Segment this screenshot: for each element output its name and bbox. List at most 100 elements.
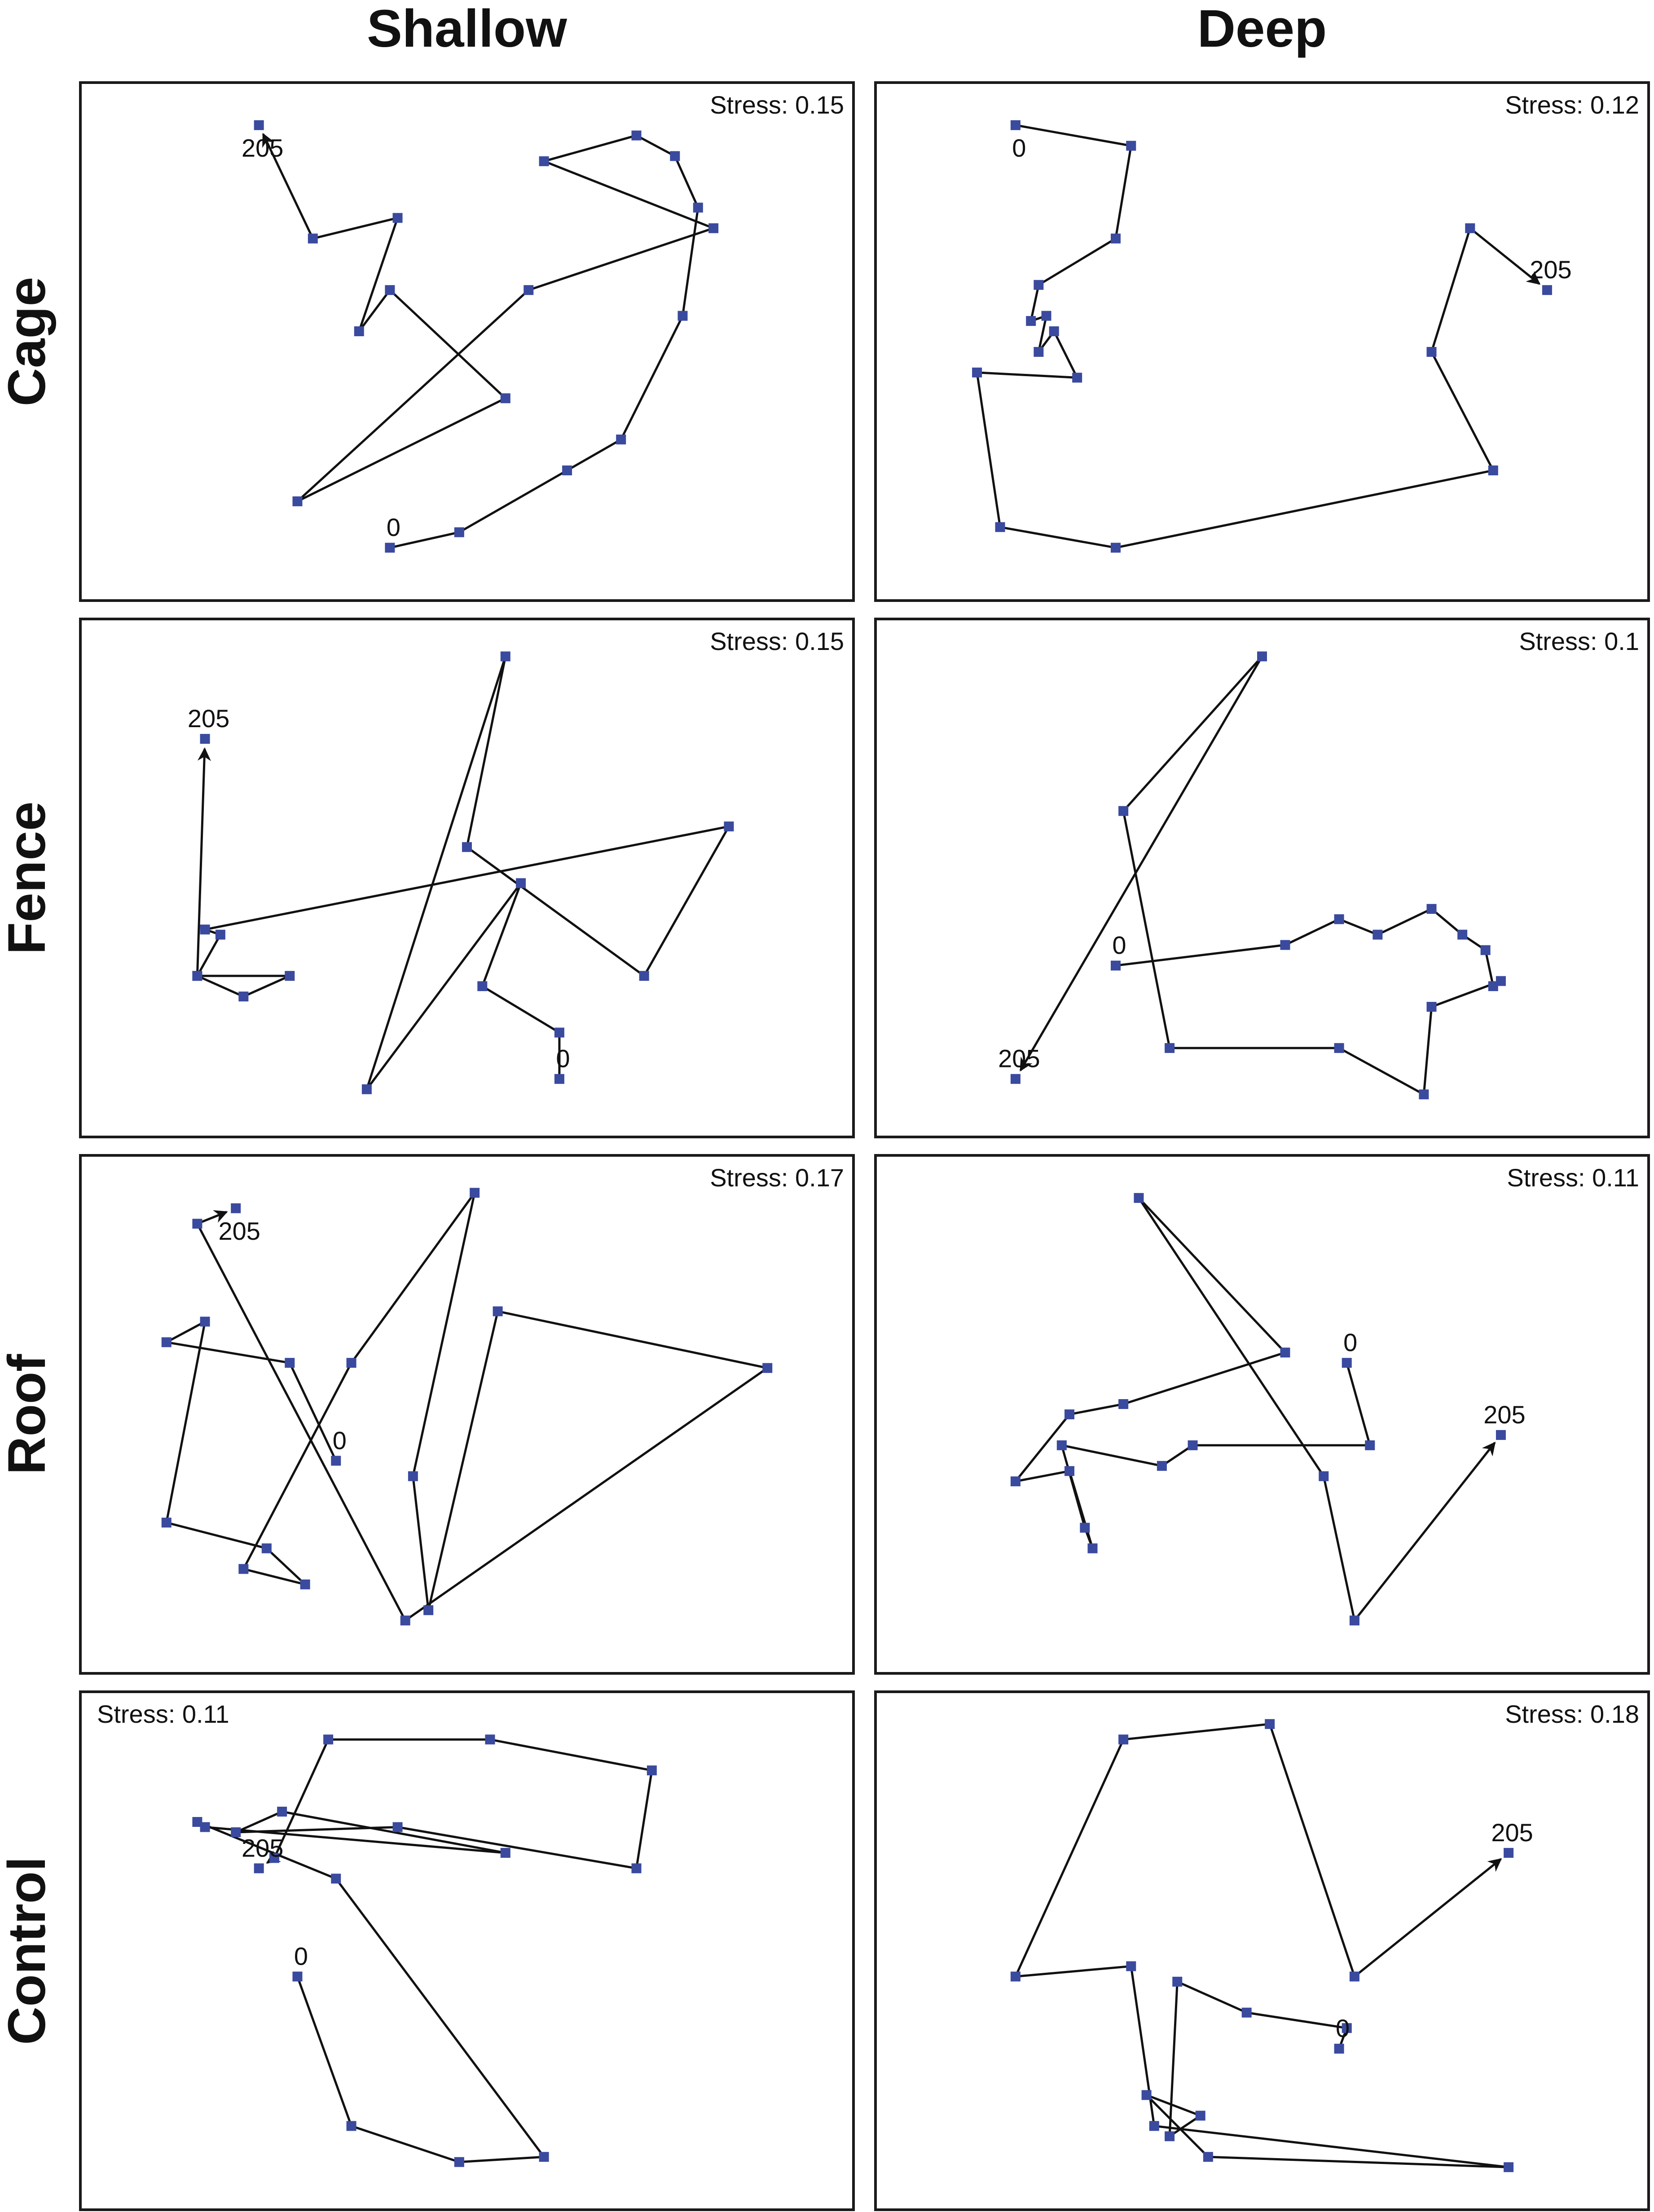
data-point	[215, 930, 225, 940]
data-point	[500, 393, 510, 404]
row-label-fence: Fence	[0, 618, 57, 1138]
data-point	[1010, 1971, 1021, 1982]
start-label: 0	[556, 1045, 570, 1073]
stress-label: Stress: 0.17	[710, 1163, 844, 1192]
data-point	[1134, 1193, 1144, 1203]
trajectory-segment	[1169, 2115, 1201, 2137]
trajectory-segment	[166, 1341, 290, 1364]
data-point	[354, 326, 364, 337]
data-point	[200, 924, 210, 935]
nmds-plot: 0 205	[242, 120, 719, 553]
trajectory-segment	[1430, 228, 1471, 352]
data-point	[200, 1317, 210, 1327]
trajectory-segment	[1038, 237, 1117, 286]
data-point	[1265, 1719, 1275, 1729]
trajectory-segment	[1377, 908, 1432, 936]
data-point	[1426, 1002, 1437, 1012]
trajectory-segment	[1430, 908, 1463, 936]
trajectory-segment	[1015, 1470, 1070, 1483]
data-point	[1426, 347, 1437, 357]
row-label-cage-text: Cage	[0, 276, 57, 407]
trajectory-segment	[197, 1821, 337, 1880]
data-point	[1118, 806, 1129, 816]
stress-label: Stress: 0.11	[1507, 1163, 1639, 1192]
data-point	[192, 1817, 202, 1827]
trajectory-segment	[674, 155, 699, 208]
trajectory-segment	[296, 289, 529, 502]
data-point	[423, 1605, 434, 1615]
start-label: 0	[387, 513, 400, 541]
trajectory-segment	[1346, 1362, 1371, 1446]
data-point	[1080, 1523, 1090, 1533]
trajectory-segment	[412, 1476, 430, 1611]
trajectory-segment	[235, 1810, 283, 1834]
trajectory-segment	[1246, 2011, 1347, 2029]
data-point	[1203, 2152, 1213, 2162]
data-point	[631, 130, 642, 140]
data-point	[192, 1219, 202, 1229]
start-point	[554, 1074, 564, 1084]
data-point	[308, 233, 318, 244]
trajectory-segment	[1123, 1351, 1286, 1405]
trajectory-segment	[397, 1826, 637, 1870]
data-point	[639, 971, 649, 981]
start-point	[1342, 1358, 1352, 1368]
data-point	[677, 311, 688, 321]
trajectory-segment	[312, 217, 398, 240]
trajectory-segment	[365, 882, 522, 1090]
data-point	[1141, 2090, 1152, 2100]
start-point	[1334, 2044, 1344, 2054]
data-point	[1065, 1409, 1074, 1419]
trajectory-segment	[1114, 145, 1132, 239]
data-point	[1349, 1615, 1359, 1626]
data-point	[670, 151, 680, 161]
end-point	[1010, 1074, 1021, 1084]
data-point	[192, 971, 202, 981]
data-point	[631, 1863, 642, 1874]
trajectory-segment	[1029, 285, 1040, 321]
trajectory-arrow	[1469, 227, 1541, 285]
data-point	[1126, 1961, 1136, 1971]
trajectory-segment	[273, 1739, 330, 1859]
data-point	[1496, 976, 1506, 986]
data-point	[1110, 233, 1121, 244]
trajectory-segment	[350, 1192, 476, 1364]
trajectory-segment	[528, 227, 714, 291]
data-point	[539, 2152, 549, 2162]
trajectory-segment	[1115, 944, 1285, 967]
trajectory-segment	[197, 974, 244, 998]
start-point	[1110, 961, 1121, 971]
start-label: 0	[294, 1942, 308, 1970]
end-label: 205	[1491, 1818, 1533, 1847]
trajectory-segment	[196, 1223, 406, 1621]
trajectory-segment	[1068, 1470, 1094, 1549]
end-point	[254, 1863, 264, 1874]
trajectory-segment	[682, 207, 699, 316]
trajectory-segment	[1430, 351, 1495, 471]
trajectory-segment	[1138, 1197, 1325, 1477]
start-point	[292, 1971, 303, 1982]
data-point	[285, 971, 295, 981]
data-point	[454, 2157, 464, 2167]
trajectory-segment	[1177, 1980, 1247, 2014]
trajectory-segment	[1146, 2094, 1201, 2117]
data-point	[708, 223, 719, 233]
data-point	[523, 285, 534, 295]
data-point	[361, 1084, 372, 1094]
trajectory-segment	[1037, 316, 1047, 352]
trajectory-segment	[543, 134, 637, 162]
data-point	[1034, 347, 1044, 357]
trajectory-segment	[1122, 655, 1263, 812]
data-point	[1165, 1043, 1175, 1053]
data-point	[277, 1807, 287, 1817]
data-point	[1188, 1440, 1198, 1450]
trajectory-segment	[1069, 1403, 1124, 1416]
stress-label: Stress: 0.11	[97, 1700, 229, 1728]
trajectory-segment	[1014, 1413, 1070, 1482]
end-label: 205	[242, 134, 283, 162]
row-label-control-text: Control	[0, 1856, 57, 2045]
